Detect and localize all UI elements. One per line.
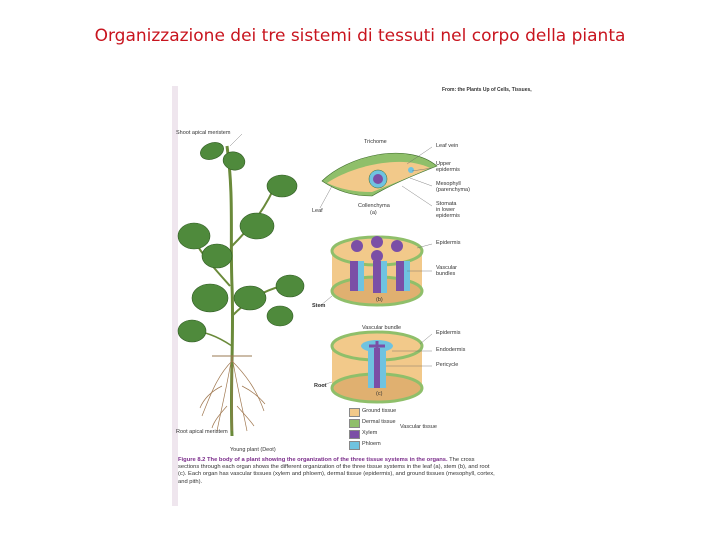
label-upper-epidermis: Upper epidermis	[436, 161, 460, 173]
legend-label: Dermal tissue	[362, 419, 396, 425]
label-panel-a: (a)	[370, 210, 377, 216]
label-endodermis: Endodermis	[436, 347, 466, 353]
slide-title: Organizzazione dei tre sistemi di tessut…	[94, 26, 626, 46]
label-stomata: Stomata in lower epidermis	[436, 201, 460, 219]
label-vascular-bundle: Vascular bundle	[362, 325, 402, 331]
figure-caption: Figure 8.2 The body of a plant showing t…	[178, 457, 496, 486]
label-mesophyll: Mesophyll (parenchyma)	[436, 181, 470, 193]
source-note: From: the Plants Up of Cells, Tissues,	[442, 87, 532, 93]
label-trichome: Trichome	[364, 139, 387, 145]
label-root-epidermis: Epidermis	[436, 330, 461, 336]
stem-cross-section	[330, 235, 424, 307]
label-leaf: Leaf	[312, 208, 323, 214]
legend-label: Phloem	[362, 441, 381, 447]
label-collenchyma: Collenchyma	[358, 203, 390, 209]
caption-body: The cross sections through each organ sh…	[178, 457, 495, 485]
leaf-cross-section	[321, 152, 438, 197]
legend-swatch	[349, 441, 360, 450]
label-vascular-tissue: Vascular tissue	[400, 424, 437, 430]
legend-swatch	[349, 430, 360, 439]
plant-tissue-figure: From: the Plants Up of Cells, Tissues, S…	[172, 86, 532, 506]
label-root: Root	[314, 383, 327, 389]
legend-swatch	[349, 419, 360, 428]
caption-head: Figure 8.2 The body of a plant showing t…	[178, 457, 448, 463]
label-root-apical-meristem: Root apical meristem	[176, 429, 228, 435]
legend-label: Xylem	[362, 430, 378, 436]
label-stem: Stem	[312, 303, 326, 309]
plant-illustration	[177, 133, 438, 437]
legend-swatch	[349, 408, 360, 417]
label-stem-epidermis: Epidermis	[436, 240, 461, 246]
root-cross-section	[330, 330, 424, 404]
label-panel-b: (b)	[376, 297, 383, 303]
label-leaf-vein: Leaf vein	[436, 143, 459, 149]
label-young-plant: Young plant (Deot)	[230, 447, 276, 453]
label-shoot-apical-meristem: Shoot apical meristem	[176, 130, 231, 136]
legend-label: Ground tissue	[362, 408, 397, 414]
label-pericycle: Pericycle	[436, 362, 459, 368]
figure-side-strip	[172, 86, 178, 506]
label-vascular-bundles: Vascular bundles	[436, 265, 457, 277]
label-panel-c: (c)	[376, 391, 383, 397]
